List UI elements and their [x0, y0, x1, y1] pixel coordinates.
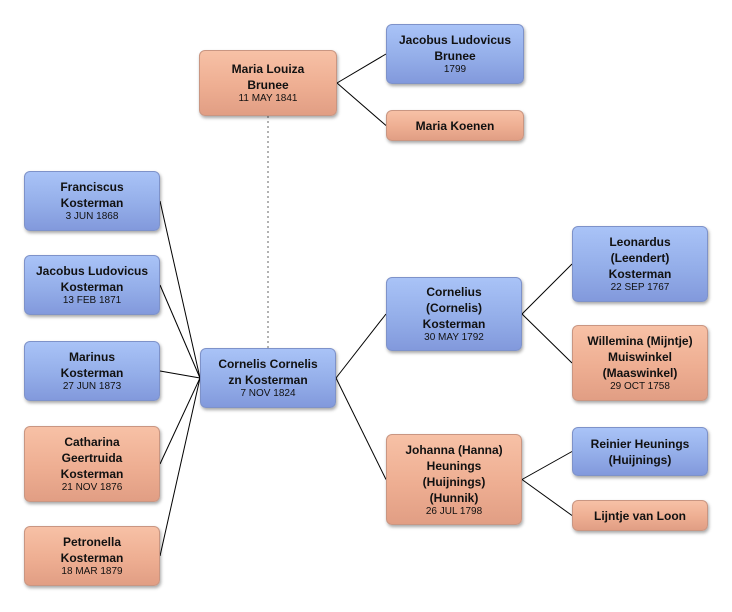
person-name: Cornelius (Cornelis) Kosterman — [422, 285, 486, 331]
link-maria-louiza-brunee-to-maria-koenen — [336, 82, 387, 126]
link-franciscus-kosterman-to-cornelis-cornelis-zn-kosterman — [159, 200, 201, 379]
link-cornelius-kosterman-to-willemina-muiswinkel — [521, 313, 573, 364]
person-name: Cornelis Cornelis zn Kosterman — [218, 357, 318, 387]
person-name: Franciscus Kosterman — [60, 180, 124, 210]
link-cornelius-kosterman-to-leonardus-kosterman — [521, 263, 573, 315]
link-johanna-heunings-to-reinier-heunings — [521, 451, 573, 480]
person-name: Maria Koenen — [415, 118, 495, 133]
person-date: 30 MAY 1792 — [424, 332, 484, 343]
person-box-willemina-muiswinkel[interactable]: Willemina (Mijntje) Muiswinkel (Maaswink… — [572, 325, 708, 401]
link-cornelis-cornelis-zn-kosterman-to-johanna-heunings — [335, 377, 387, 480]
person-date: 27 JUN 1873 — [62, 381, 122, 392]
person-name: Maria Louiza Brunee — [231, 62, 305, 92]
person-date: 29 OCT 1758 — [610, 381, 670, 392]
person-date: 13 FEB 1871 — [62, 295, 122, 306]
link-marinus-kosterman-to-cornelis-cornelis-zn-kosterman — [159, 370, 201, 379]
person-date: 18 MAR 1879 — [61, 566, 123, 577]
person-date: 11 MAY 1841 — [238, 93, 298, 104]
person-name: Reinier Heunings (Huijnings) — [590, 436, 690, 467]
person-date: 26 JUL 1798 — [425, 505, 483, 517]
person-name: Marinus Kosterman — [60, 350, 124, 380]
person-box-johanna-heunings[interactable]: Johanna (Hanna) Heunings (Huijnings) (Hu… — [386, 434, 522, 525]
person-name: Willemina (Mijntje) Muiswinkel (Maaswink… — [587, 334, 693, 380]
person-name: Catharina Geertruida Kosterman — [60, 435, 124, 481]
person-name: Johanna (Hanna) Heunings (Huijnings) (Hu… — [405, 442, 503, 505]
link-catharina-geertruida-kosterman-to-cornelis-cornelis-zn-kosterman — [159, 377, 201, 465]
person-date: 21 NOV 1876 — [61, 482, 123, 493]
person-name: Leonardus (Leendert) Kosterman — [608, 235, 672, 281]
person-name: Jacobus Ludovicus Kosterman — [35, 264, 149, 294]
person-box-reinier-heunings[interactable]: Reinier Heunings (Huijnings) — [572, 427, 708, 476]
person-name: Jacobus Ludovicus Brunee — [398, 33, 512, 63]
link-jacobus-ludovicus-kosterman-to-cornelis-cornelis-zn-kosterman — [159, 284, 201, 379]
person-box-lijntje-van-loon[interactable]: Lijntje van Loon — [572, 500, 708, 531]
link-cornelis-cornelis-zn-kosterman-to-cornelius-kosterman — [335, 313, 387, 379]
person-date: 3 JUN 1868 — [65, 211, 119, 222]
person-box-maria-koenen[interactable]: Maria Koenen — [386, 110, 524, 141]
person-name: Petronella Kosterman — [60, 535, 124, 565]
link-petronella-kosterman-to-cornelis-cornelis-zn-kosterman — [159, 377, 201, 557]
link-johanna-heunings-to-lijntje-van-loon — [521, 479, 573, 516]
person-date: 22 SEP 1767 — [610, 282, 670, 293]
person-date: 1799 — [443, 64, 467, 75]
link-maria-louiza-brunee-to-jacobus-ludovicus-brunee — [336, 53, 387, 84]
person-date: 7 NOV 1824 — [240, 388, 296, 399]
person-name: Lijntje van Loon — [594, 508, 686, 523]
